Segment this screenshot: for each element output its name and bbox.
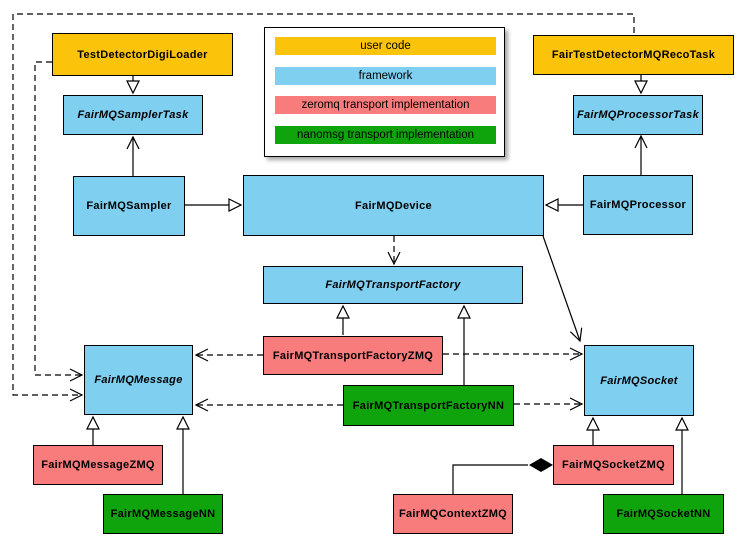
node-fairmq-transport-factory-nn: FairMQTransportFactoryNN — [343, 385, 514, 426]
node-fairmq-context-zmq: FairMQContextZMQ — [393, 494, 513, 534]
node-fairmq-transport-factory: FairMQTransportFactory — [263, 266, 523, 304]
node-fairmq-socket-nn: FairMQSocketNN — [603, 494, 724, 534]
node-fairmq-socket-zmq: FairMQSocketZMQ — [553, 445, 674, 485]
node-fairmq-socket: FairMQSocket — [584, 345, 694, 416]
node-fairmq-message-zmq: FairMQMessageZMQ — [33, 445, 163, 485]
node-fairmq-message: FairMQMessage — [84, 345, 193, 415]
node-fairmq-processor: FairMQProcessor — [583, 175, 693, 235]
legend-item-nanomsg: nanomsg transport implementation — [275, 126, 496, 144]
legend-item-framework: framework — [275, 67, 496, 85]
node-fairmq-sampler: FairMQSampler — [73, 176, 185, 236]
legend-item-user-code: user code — [275, 37, 496, 55]
legend-item-zeromq: zeromq transport implementation — [275, 96, 496, 114]
node-fair-test-detector-mq-reco-task: FairTestDetectorMQRecoTask — [533, 35, 734, 75]
edge-comp-contextzmq-socketzmq — [452, 464, 528, 494]
node-fairmq-device: FairMQDevice — [243, 175, 544, 236]
edge-dep-recotask-message — [12, 13, 635, 402]
edge-assoc-device-socket — [542, 235, 583, 343]
edge-dep-digiloader-message — [34, 61, 84, 382]
node-fairmq-message-nn: FairMQMessageNN — [103, 494, 223, 534]
legend-box: user code framework zeromq transport imp… — [264, 27, 505, 157]
node-test-detector-digi-loader: TestDetectorDigiLoader — [52, 33, 233, 76]
node-fairmq-sampler-task: FairMQSamplerTask — [63, 95, 203, 135]
node-fairmq-processor-task: FairMQProcessorTask — [573, 95, 703, 135]
composition-diamond-icon — [529, 458, 553, 472]
node-fairmq-transport-factory-zmq: FairMQTransportFactoryZMQ — [263, 336, 443, 375]
